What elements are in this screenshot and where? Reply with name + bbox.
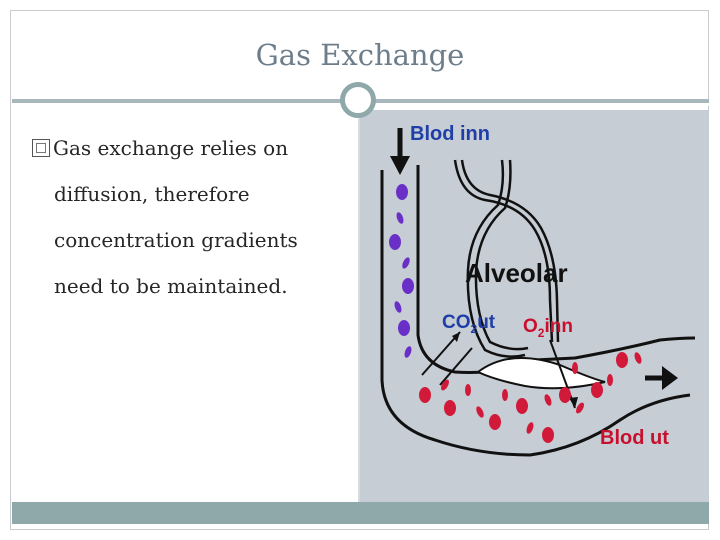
bullet-icon	[32, 139, 50, 157]
o2-label: O2inn	[523, 316, 573, 340]
co2-arrow	[421, 331, 461, 376]
blood-out-arrow-head	[662, 366, 678, 390]
text-panel	[12, 110, 358, 502]
blood-in-arrow-head	[390, 156, 410, 175]
oxygenated-cells	[419, 352, 642, 443]
co2-arrow-head	[452, 332, 460, 342]
co2-arrow-2	[439, 347, 473, 386]
co2-label: CO2ut	[442, 312, 496, 336]
membrane	[476, 356, 606, 390]
alveolus-wall-left	[466, 159, 526, 358]
bullet-text: Gas exchange relies on diffusion, theref…	[32, 125, 352, 309]
bullet-line-1: Gas exchange relies on	[32, 125, 352, 171]
deoxygenated-cells	[389, 184, 414, 358]
alveolus-wall-outer	[453, 159, 554, 343]
alveolar-label: Alveolar	[465, 258, 568, 288]
blood-out-label: Blod ut	[600, 427, 669, 449]
bullet-line-4: need to be maintained.	[54, 274, 288, 298]
panel-divider	[358, 110, 360, 502]
bullet-line-2: diffusion, therefore	[54, 182, 250, 206]
footer-band	[12, 502, 709, 524]
o2-arrow-head	[569, 397, 578, 408]
ring-ornament	[340, 82, 376, 118]
alveolus-wall-outer2	[460, 159, 560, 343]
bullet-line-3: concentration gradients	[54, 228, 298, 252]
alveolus-wall-left2	[474, 159, 529, 351]
alveolus-diagram: Blod inn Alveolar CO2ut O2inn Blod ut	[380, 123, 696, 457]
slide-title: Gas Exchange	[255, 38, 465, 72]
blood-in-label: Blod inn	[410, 123, 490, 145]
capillary-outer-wall	[380, 170, 691, 457]
